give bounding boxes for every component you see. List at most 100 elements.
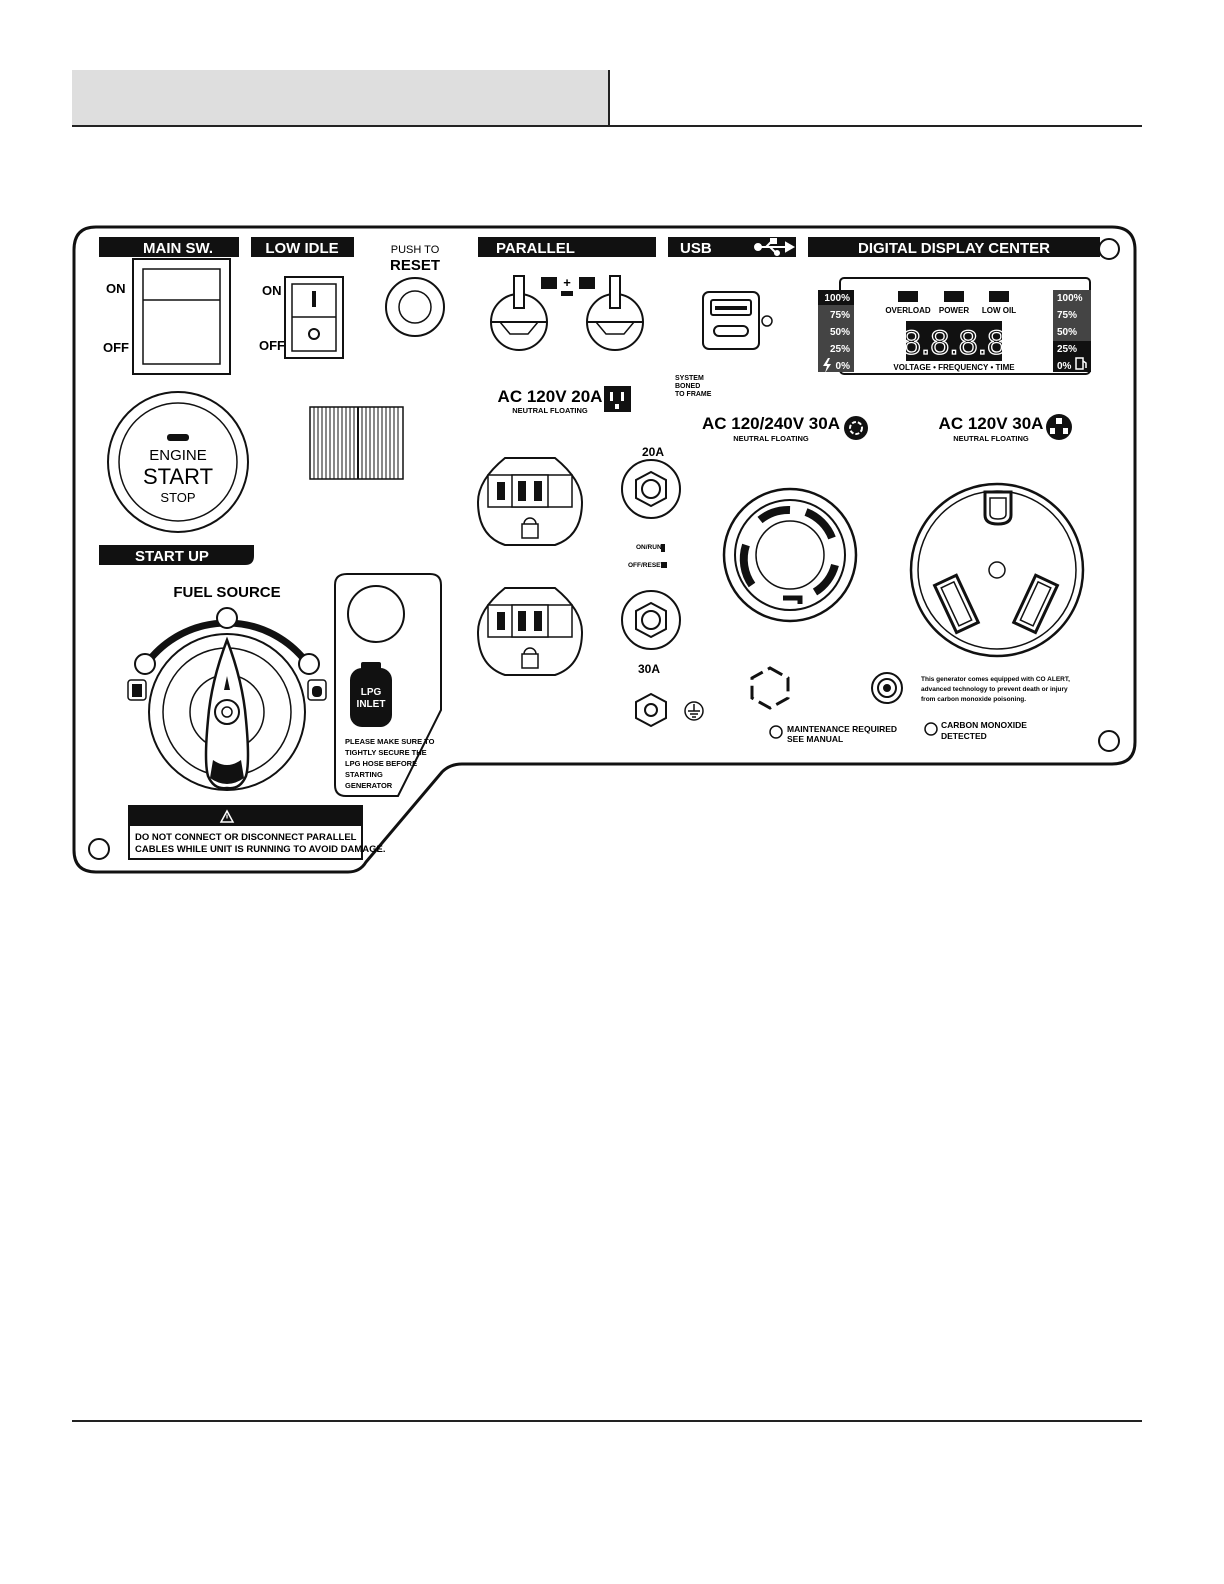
screw-bottom-left <box>88 838 110 860</box>
start-label: START <box>143 464 213 489</box>
digital-readout-value: 8.8.8.8 <box>902 324 1006 362</box>
lpg-inlet-port[interactable] <box>347 585 405 643</box>
lpg-label-line1: LPG <box>361 687 382 698</box>
footer-rule <box>72 1420 1142 1422</box>
screw-bottom-right <box>1098 730 1120 752</box>
start-up-label: START UP <box>135 548 209 565</box>
fuel-source-section: FUEL SOURCE <box>127 584 327 791</box>
main-switch-rocker[interactable] <box>132 258 231 375</box>
screw-top-right <box>1098 238 1120 260</box>
engine-start-button[interactable]: ENGINE START STOP <box>107 391 249 533</box>
reset-label: RESET <box>390 257 440 274</box>
maintenance-hex-icon <box>750 666 790 710</box>
ground-terminal[interactable] <box>635 692 667 728</box>
main-switch-section: MAIN SW. ON OFF <box>99 237 239 375</box>
neutral-floating-30a: NEUTRAL FLOATING <box>953 434 1029 443</box>
ac-120-240v-30a-section: AC 120/240V 30A NEUTRAL FLOATING <box>702 414 868 623</box>
maintenance-line1: MAINTENANCE REQUIRED <box>787 724 897 734</box>
ac-120v-20a-section: AC 120V 20A NEUTRAL FLOATING <box>476 386 631 676</box>
maintenance-led <box>769 725 783 739</box>
propane-tank-icon <box>307 679 327 701</box>
left-level-75: 75% <box>830 310 850 321</box>
right-level-75: 75% <box>1057 310 1077 321</box>
breakers-section: 20A ON/RUN OFF/RESET 30A <box>621 445 704 728</box>
on-run-label: ON/RUN <box>636 544 662 551</box>
warning-line1: DO NOT CONNECT OR DISCONNECT PARALLEL <box>135 832 357 843</box>
system-boned-line1: SYSTEM <box>675 375 704 382</box>
left-level-0: 0% <box>836 361 851 372</box>
breaker-20a[interactable] <box>621 459 681 519</box>
off-reset-label: OFF/RESET <box>628 562 665 569</box>
duplex-outlet-bottom[interactable] <box>476 587 584 676</box>
reset-button[interactable] <box>385 277 445 337</box>
start-up-section: START UP <box>99 545 254 565</box>
warning-triangle-icon <box>219 809 235 823</box>
power-led <box>944 291 964 302</box>
ac-120-240v-30a-label: AC 120/240V 30A <box>702 414 840 433</box>
stop-label: STOP <box>160 490 195 505</box>
lpg-warning-line5: GENERATOR <box>345 781 393 790</box>
voltage-frequency-time-label: VOLTAGE • FREQUENCY • TIME <box>893 363 1015 372</box>
left-level-100: 100% <box>824 293 850 304</box>
main-switch-label: MAIN SW. <box>143 240 213 257</box>
digital-readout <box>906 321 1002 361</box>
fuel-selector-knob[interactable] <box>148 633 306 791</box>
engine-label: ENGINE <box>149 447 207 464</box>
left-level-25: 25% <box>830 344 850 355</box>
svg-text:+: + <box>563 275 571 290</box>
breaker-20a-label: 20A <box>642 445 664 459</box>
twist-lock-outlet[interactable] <box>722 487 858 623</box>
usb-icon <box>754 238 796 256</box>
low-idle-off-label: OFF <box>259 338 285 353</box>
usb-label: USB <box>680 240 712 257</box>
duplex-outlet-top[interactable] <box>476 457 584 546</box>
header-rule <box>72 125 1142 127</box>
tt-30-icon <box>1046 414 1072 440</box>
battery-icon: + <box>541 275 595 296</box>
low-idle-section: LOW IDLE ON OFF <box>251 237 354 359</box>
co-alert-line1: This generator comes equipped with CO AL… <box>921 676 1070 683</box>
ac-120v-20a-label: AC 120V 20A <box>498 387 603 406</box>
low-idle-on-label: ON <box>262 283 282 298</box>
co-detected-line1: CARBON MONOXIDE <box>941 720 1027 730</box>
reset-section: PUSH TO RESET <box>385 244 445 337</box>
ac-120v-30a-label: AC 120V 30A <box>939 414 1044 433</box>
breaker-30a[interactable] <box>621 590 681 650</box>
low-oil-led <box>989 291 1009 302</box>
fuel-source-label: FUEL SOURCE <box>173 584 280 601</box>
right-level-25: 25% <box>1057 344 1077 355</box>
maintenance-line2: SEE MANUAL <box>787 734 843 744</box>
power-label: POWER <box>939 306 969 315</box>
parallel-terminal-right[interactable] <box>586 275 644 351</box>
tt-30-outlet[interactable] <box>909 482 1085 658</box>
system-boned-line3: TO FRAME <box>675 391 712 398</box>
lpg-section: LPG INLET PLEASE MAKE SURE TO TIGHTLY SE… <box>334 573 442 797</box>
parallel-label: PARALLEL <box>496 240 575 257</box>
ac-120v-30a-section: AC 120V 30A NEUTRAL FLOATING <box>909 414 1085 658</box>
parallel-terminal-left[interactable] <box>490 275 548 351</box>
left-level-50: 50% <box>830 327 850 338</box>
system-boned-line2: BONED <box>675 383 700 390</box>
lpg-tank-icon: LPG INLET <box>350 662 392 727</box>
lpg-warning-line1: PLEASE MAKE SURE TO <box>345 737 435 746</box>
low-idle-switch[interactable] <box>284 276 344 359</box>
co-alert-line2: advanced technology to prevent death or … <box>921 686 1068 693</box>
main-switch-off-label: OFF <box>103 340 129 355</box>
push-to-label: PUSH TO <box>391 244 440 256</box>
low-idle-label: LOW IDLE <box>265 240 338 257</box>
maintenance-section: MAINTENANCE REQUIRED SEE MANUAL <box>750 666 897 744</box>
fuel-pump-icon <box>1075 357 1087 370</box>
co-led <box>924 722 938 736</box>
digital-display-label: DIGITAL DISPLAY CENTER <box>858 240 1050 257</box>
vent-grille <box>309 406 404 480</box>
co-sensor <box>871 672 903 704</box>
co-alert-section: This generator comes equipped with CO AL… <box>871 672 1070 741</box>
usb-c-port[interactable] <box>713 325 749 337</box>
usb-section: USB SYSTEM BONED TO FRAME <box>668 237 796 398</box>
co-alert-line3: from carbon monoxide poisoning. <box>921 696 1026 703</box>
breaker-30a-label: 30A <box>638 662 660 676</box>
warning-line2: CABLES WHILE UNIT IS RUNNING TO AVOID DA… <box>135 844 386 855</box>
neutral-floating-20a: NEUTRAL FLOATING <box>512 406 588 415</box>
left-load-gauge: 100% 75% 50% 25% 0% <box>818 290 854 373</box>
